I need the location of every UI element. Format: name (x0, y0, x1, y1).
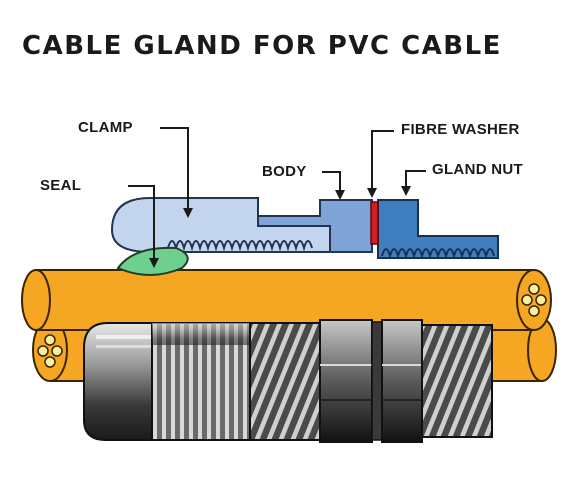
leader-clamp (160, 127, 189, 210)
fibre-washer-shape (370, 201, 379, 245)
arrow-fibre-washer-icon (367, 188, 377, 198)
gland-nut-shape (377, 199, 499, 259)
label-body: BODY (262, 163, 307, 180)
label-seal: SEAL (40, 177, 82, 194)
clamp-shape (110, 197, 331, 253)
cable-upper (21, 269, 552, 331)
leader-body (322, 171, 341, 192)
conductors-left-lower-icon (37, 334, 63, 368)
leader-seal (128, 185, 155, 258)
arrow-seal-icon (149, 258, 159, 268)
leader-fibre-washer (371, 130, 394, 190)
label-gland-nut: GLAND NUT (432, 161, 524, 178)
gland-assembly (83, 319, 493, 443)
arrow-clamp-icon (183, 208, 193, 218)
arrow-body-icon (335, 190, 345, 200)
diagram-title: CABLE GLAND FOR PVC CABLE (22, 31, 502, 61)
conductors-right-icon (521, 283, 547, 317)
label-clamp: CLAMP (78, 119, 133, 136)
arrow-gland-nut-icon (401, 186, 411, 196)
label-fibre-washer: FIBRE WASHER (401, 121, 520, 138)
leader-gland-nut (405, 170, 426, 188)
